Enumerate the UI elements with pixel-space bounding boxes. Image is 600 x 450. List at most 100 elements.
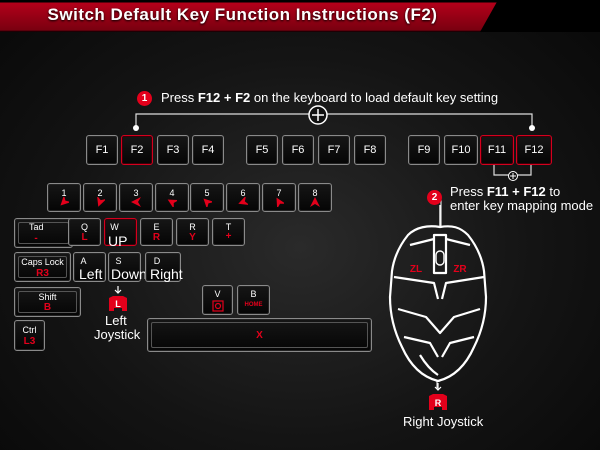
key-1-label: 1: [61, 188, 67, 198]
title-bar: Switch Default Key Function Instructions…: [0, 0, 600, 32]
key-shift-label: Shift: [38, 292, 57, 302]
key-d[interactable]: D: [145, 252, 181, 282]
key-8-label: 8: [312, 188, 318, 198]
key-shift-mapping: B: [43, 302, 52, 313]
step2-key1: F11: [486, 184, 509, 199]
key-ctrl-label: Ctrl: [22, 325, 37, 335]
key-3[interactable]: 3: [119, 183, 153, 212]
key-f6[interactable]: F6: [282, 135, 314, 165]
key-f5-label: F5: [255, 144, 269, 156]
key-s[interactable]: S: [108, 252, 141, 282]
key-f9-label: F9: [417, 144, 431, 156]
key-f2[interactable]: F2: [121, 135, 153, 165]
key-space[interactable]: X: [147, 318, 372, 352]
key-r-mapping: Y: [189, 232, 196, 243]
step2-pre: Press: [450, 184, 487, 199]
key-6-label: 6: [240, 188, 246, 198]
key-shift[interactable]: Shift B: [14, 287, 81, 317]
step1-badge: 1: [137, 91, 152, 106]
step1-pre: Press: [161, 90, 198, 105]
key-ctrl[interactable]: Ctrl L3: [14, 320, 45, 351]
key-f3-label: F3: [166, 144, 180, 156]
key-w-label: W: [110, 222, 119, 232]
key-t-mapping: +: [225, 231, 232, 242]
key-v-label: V: [214, 289, 221, 299]
key-e-mapping: R: [152, 232, 161, 243]
left-joystick-badge: L: [115, 299, 121, 309]
key-f11-label: F11: [487, 144, 507, 156]
direction-arrow-icon: [131, 197, 141, 207]
step2-key2: F12: [523, 184, 546, 199]
key-tab[interactable]: Tad -: [14, 218, 73, 248]
key-f1[interactable]: F1: [86, 135, 118, 165]
key-b-label: B: [250, 289, 257, 299]
key-f3[interactable]: F3: [157, 135, 189, 165]
key-e[interactable]: E R: [140, 218, 173, 246]
key-shift-inner: [18, 291, 77, 313]
key-6[interactable]: 6: [226, 183, 260, 212]
key-f8[interactable]: F8: [354, 135, 386, 165]
key-1[interactable]: 1: [47, 183, 81, 212]
step2-plus: +: [508, 184, 524, 199]
key-4[interactable]: 4: [155, 183, 189, 212]
key-f5[interactable]: F5: [246, 135, 278, 165]
key-f4-label: F4: [201, 144, 215, 156]
key-f7[interactable]: F7: [318, 135, 350, 165]
key-f8-label: F8: [363, 144, 377, 156]
key-f6-label: F6: [291, 144, 305, 156]
direction-arrow-icon: [276, 197, 284, 207]
key-space-inner: [151, 322, 368, 348]
key-r-label: R: [189, 222, 196, 232]
key-space-mapping: X: [256, 330, 263, 341]
key-s-label: S: [115, 256, 122, 266]
key-w[interactable]: W: [104, 218, 137, 246]
key-7-label: 7: [276, 188, 282, 198]
key-f10-label: F10: [451, 144, 471, 156]
key-f10[interactable]: F10: [444, 135, 478, 165]
key-f11[interactable]: F11: [480, 135, 514, 165]
step2-badge: 2: [427, 190, 442, 205]
key-7[interactable]: 7: [262, 183, 296, 212]
mouse-zr-label: ZR: [453, 264, 467, 275]
step1-key2: F2: [235, 90, 251, 105]
key-3-label: 3: [133, 188, 139, 198]
left-joystick-icon: L: [109, 286, 127, 311]
key-5[interactable]: 5: [190, 183, 224, 212]
key-f12-label: F12: [524, 144, 544, 156]
key-d-mapping: Right: [150, 266, 183, 282]
plus-circle-icon: [308, 105, 328, 125]
key-a-label: A: [80, 256, 87, 266]
key-f1-label: F1: [95, 144, 109, 156]
key-r[interactable]: R Y: [176, 218, 209, 246]
gaming-mouse-icon: ZL ZR: [388, 205, 488, 383]
key-4-label: 4: [169, 188, 175, 198]
right-joystick-label: Right Joystick: [403, 414, 484, 429]
key-q-label: Q: [80, 222, 88, 232]
right-joystick-badge: R: [435, 398, 442, 408]
key-s-mapping: Down: [111, 266, 147, 282]
key-caps-label: Caps Lock: [21, 257, 64, 267]
key-tab-mapping: -: [34, 233, 38, 244]
step1-plus: +: [220, 90, 236, 105]
key-caps-lock[interactable]: Caps Lock R3: [14, 252, 71, 282]
key-q-mapping: L: [81, 232, 88, 243]
key-f9[interactable]: F9: [408, 135, 440, 165]
key-f7-label: F7: [327, 144, 341, 156]
key-a-mapping: Left: [79, 266, 103, 282]
key-q[interactable]: Q L: [68, 218, 101, 246]
key-b[interactable]: B HOME: [237, 285, 270, 315]
key-5-label: 5: [204, 188, 210, 198]
key-f4[interactable]: F4: [192, 135, 224, 165]
key-t[interactable]: T +: [212, 218, 245, 246]
step1-key1: F12: [197, 90, 221, 105]
title-bar-black-corner: [480, 0, 600, 32]
direction-arrow-icon: [310, 197, 320, 207]
key-caps-mapping: R3: [36, 268, 49, 279]
key-f12[interactable]: F12: [516, 135, 552, 165]
key-v[interactable]: V: [202, 285, 233, 315]
key-2[interactable]: 2: [83, 183, 117, 212]
key-8[interactable]: 8: [298, 183, 332, 212]
direction-arrow-icon: [203, 198, 212, 207]
key-e-label: E: [153, 222, 160, 232]
key-a[interactable]: A: [73, 252, 106, 282]
